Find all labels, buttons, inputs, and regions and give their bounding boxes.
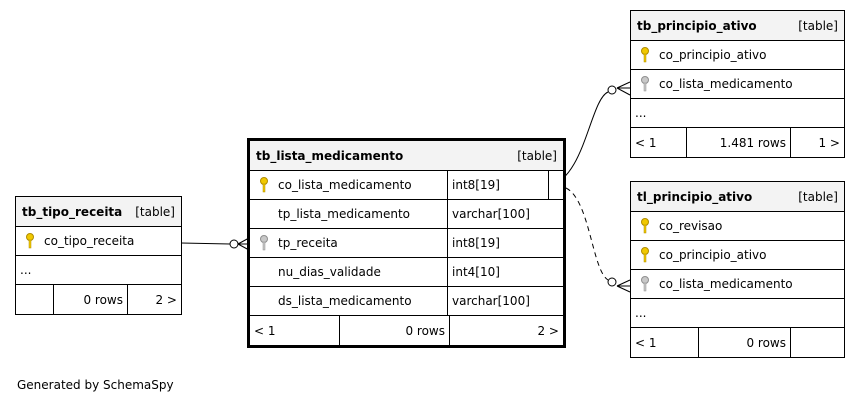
column-row[interactable]: co_tipo_receita [16,227,181,256]
generated-by-label: Generated by SchemaSpy [17,378,174,392]
footer-child-count [791,328,844,357]
column-row[interactable]: co_lista_medicamento [631,270,844,299]
column-type: int4[10] [447,258,563,286]
column-spacer [548,171,563,199]
column-name: ds_lista_medicamento [278,294,412,308]
column-row[interactable]: tp_receita int8[19] [250,229,563,258]
table-footer: < 1 0 rows [631,328,844,357]
foreign-key-icon [637,276,653,292]
primary-key-icon [22,233,38,249]
table-tl-principio-ativo[interactable]: tl_principio_ativo [table] co_revisao co… [630,181,845,358]
footer-row-count: 0 rows [699,328,791,357]
column-row[interactable]: tp_lista_medicamento varchar[100] [250,200,563,229]
table-name: tb_principio_ativo [637,18,757,33]
ellipsis-row: ... [16,256,181,285]
relation-optional-marker [607,277,617,287]
column-name: co_lista_medicamento [278,178,412,192]
footer-row-count: 0 rows [340,316,450,345]
table-type: [table] [798,18,838,33]
column-type: varchar[100] [447,287,563,315]
table-type: [table] [798,189,838,204]
footer-parent-count: < 1 [631,328,699,357]
relation-tl-principio-line [565,187,609,281]
column-row[interactable]: co_revisao [631,212,844,241]
column-name: nu_dias_validade [278,265,381,279]
table-name: tb_tipo_receita [22,204,123,219]
table-type: [table] [517,148,557,163]
table-footer: 0 rows 2 > [16,285,181,314]
column-type: varchar[100] [447,200,563,228]
ellipsis: ... [20,263,32,277]
table-name: tl_principio_ativo [637,189,753,204]
column-name: co_lista_medicamento [659,77,793,91]
footer-child-count: 2 > [155,292,177,307]
column-row[interactable]: co_principio_ativo [631,41,844,70]
relation-optional-marker [607,85,617,95]
column-name: tp_receita [278,236,338,250]
column-name: co_lista_medicamento [659,277,793,291]
relation-crowfoot-marker [616,81,631,96]
primary-key-icon [637,47,653,63]
table-tb-tipo-receita[interactable]: tb_tipo_receita [table] co_tipo_receita … [15,196,182,315]
column-row[interactable]: ds_lista_medicamento varchar[100] [250,287,563,316]
footer-row-count: 0 rows [54,285,128,314]
foreign-key-icon [256,235,272,251]
column-row[interactable]: co_lista_medicamento int8[19] [250,171,563,200]
footer-row-count: 1.481 rows [687,128,791,157]
ellipsis-row: ... [631,299,844,328]
relation-optional-marker [229,239,239,249]
column-type: int8[19] [447,171,548,199]
foreign-key-icon [637,76,653,92]
ellipsis-row: ... [631,99,844,128]
table-header: tb_tipo_receita [table] [16,197,181,227]
relation-crowfoot-marker [616,279,631,293]
column-type: int8[19] [447,229,563,257]
footer-parent-count: < 1 [631,128,687,157]
column-row[interactable]: co_lista_medicamento [631,70,844,99]
table-tb-principio-ativo[interactable]: tb_principio_ativo [table] co_principio_… [630,10,845,158]
column-name: co_revisao [659,219,723,233]
primary-key-icon [637,218,653,234]
table-footer: < 1 1.481 rows 1 > [631,128,844,157]
relation-tipo-receita-line [180,242,231,245]
table-type: [table] [135,204,175,219]
column-row[interactable]: nu_dias_validade int4[10] [250,258,563,287]
table-header: tb_principio_ativo [table] [631,11,844,41]
column-name: co_principio_ativo [659,48,767,62]
column-row[interactable]: co_principio_ativo [631,241,844,270]
ellipsis: ... [635,106,647,120]
table-name: tb_lista_medicamento [256,148,404,163]
table-header: tb_lista_medicamento [table] [250,141,563,171]
footer-child-count: 2 > [537,323,559,338]
primary-key-icon [637,247,653,263]
table-footer: < 1 0 rows 2 > [250,316,563,345]
column-name: co_principio_ativo [659,248,767,262]
column-name: tp_lista_medicamento [278,207,410,221]
footer-child-count: 1 > [818,135,840,150]
column-name: co_tipo_receita [44,234,135,248]
ellipsis: ... [635,306,647,320]
primary-key-icon [256,177,272,193]
footer-parent-count [16,285,54,314]
footer-parent-count: < 1 [250,316,340,345]
table-header: tl_principio_ativo [table] [631,182,844,212]
table-tb-lista-medicamento[interactable]: tb_lista_medicamento [table] co_lista_me… [247,138,566,348]
